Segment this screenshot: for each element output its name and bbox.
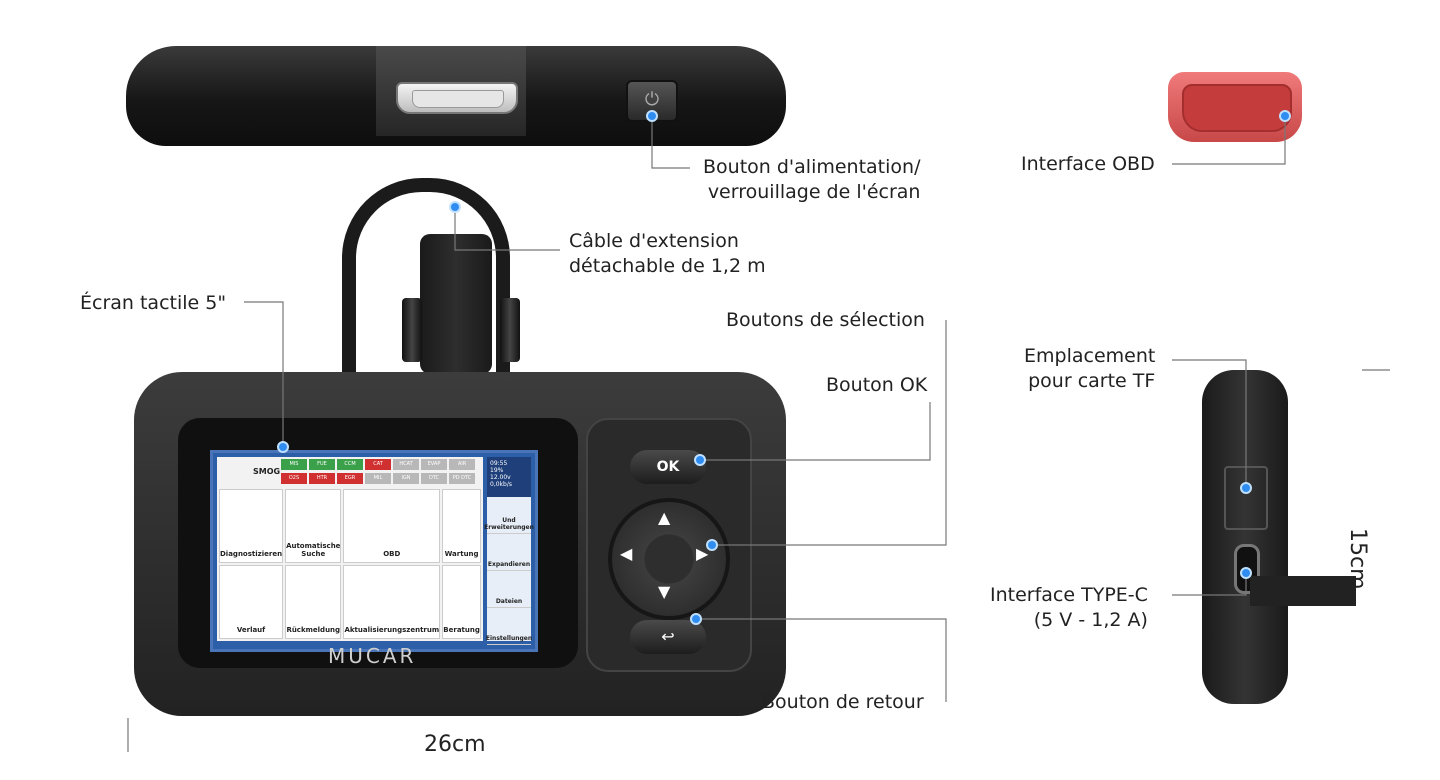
label-power-button: Bouton d'alimentation/ verrouillage de l… — [703, 155, 920, 205]
status-chip: AIR — [449, 459, 475, 470]
typec-plug — [1250, 576, 1356, 606]
obd-connector — [1168, 72, 1302, 142]
ok-button[interactable]: OK — [630, 450, 706, 484]
cable-plug — [420, 234, 492, 374]
status-chip: HTR — [309, 473, 335, 484]
label-tf-line1: Emplacement — [1024, 345, 1156, 367]
status-speed: 0,0kb/s — [490, 481, 512, 488]
label-tf-line2: pour carte TF — [1028, 370, 1156, 392]
dimension-width: 26cm — [424, 732, 486, 757]
down-arrow-icon[interactable]: ▼ — [658, 582, 671, 601]
side-panel-item[interactable]: Dateien — [487, 571, 531, 608]
label-obd: Interface OBD — [1021, 153, 1155, 175]
screen-tile[interactable]: OBD — [343, 489, 441, 563]
label-typec: Interface TYPE-C (5 V - 1,2 A) — [990, 583, 1148, 633]
tf-card-slot — [1224, 466, 1268, 530]
dpad[interactable]: ▲ ▼ ◀ ▶ — [608, 498, 730, 620]
status-chip: EVAP — [421, 459, 447, 470]
screen-tile[interactable]: Verlauf — [219, 565, 284, 639]
screen-tile[interactable]: Rückmeldung — [285, 565, 342, 639]
side-panel: 09:55 19% 12.00v 0,0kb/s Und Erweiterung… — [484, 457, 534, 645]
status-chip: DTC — [421, 473, 447, 484]
status-chip: CCM — [337, 459, 363, 470]
button-pad: OK ▲ ▼ ◀ ▶ ↩ — [586, 418, 752, 672]
status-time: 09:55 — [490, 460, 508, 467]
db15-port — [396, 82, 518, 114]
label-power-line1: Bouton d'alimentation/ — [703, 156, 921, 178]
callout-dot-obd — [1279, 110, 1291, 122]
label-selection-buttons: Boutons de sélection — [726, 309, 925, 331]
side-panel-item[interactable]: Einstellungen — [486, 608, 532, 645]
up-arrow-icon[interactable]: ▲ — [658, 508, 671, 527]
callout-dot-cable — [449, 201, 461, 213]
callout-dot-back — [690, 613, 702, 625]
smog-label: SMOG — [253, 467, 281, 476]
callout-dot-tf — [1240, 482, 1252, 494]
status-chip: HCAT — [393, 459, 419, 470]
status-chip: EGR — [337, 473, 363, 484]
label-tf-slot: Emplacement pour carte TF — [1024, 344, 1155, 394]
status-voltage: 12.00v — [490, 474, 511, 481]
status-chip: CAT — [365, 459, 391, 470]
status-chip: O2S — [281, 473, 307, 484]
screen-tile[interactable]: Beratung — [442, 565, 481, 639]
screw-right — [500, 298, 520, 362]
status-chip: IGN — [393, 473, 419, 484]
callout-dot-power — [646, 110, 658, 122]
device-top-view: ⏻ — [126, 46, 786, 146]
device-side-view — [1202, 370, 1288, 704]
callout-dot-select — [706, 539, 718, 551]
label-touchscreen: Écran tactile 5" — [80, 292, 227, 314]
screen-tile[interactable]: Diagnostizieren — [219, 489, 284, 563]
label-cable-line2: détachable de 1,2 m — [569, 255, 766, 277]
label-cable-line1: Câble d'extension — [569, 230, 739, 252]
status-chip: FUE — [309, 459, 335, 470]
label-cable: Câble d'extension détachable de 1,2 m — [569, 229, 766, 279]
callout-dot-ok — [694, 454, 706, 466]
callout-dot-screen — [277, 441, 289, 453]
right-arrow-icon[interactable]: ▶ — [696, 544, 709, 563]
label-typec-line2: (5 V - 1,2 A) — [1033, 609, 1148, 631]
label-back-button: Bouton de retour — [762, 691, 924, 713]
screen-tile[interactable]: Aktualisierungszentrum — [343, 565, 441, 639]
side-panel-item[interactable]: Und Erweiterungen — [484, 497, 534, 534]
back-button[interactable]: ↩ — [630, 620, 706, 654]
screw-left — [402, 298, 422, 362]
status-chip: MIL — [365, 473, 391, 484]
label-typec-line1: Interface TYPE-C — [990, 584, 1148, 606]
label-ok-button: Bouton OK — [826, 374, 928, 396]
brand-logo: MUCAR — [328, 644, 417, 668]
status-chip: MIS — [281, 459, 307, 470]
left-arrow-icon[interactable]: ◀ — [620, 544, 633, 563]
screen-tile[interactable]: Automatische Suche — [285, 489, 342, 563]
label-power-line2: verrouillage de l'écran — [707, 181, 921, 203]
callout-dot-typec — [1240, 567, 1252, 579]
dimension-height: 15cm — [1345, 528, 1370, 590]
status-panel: 09:55 19% 12.00v 0,0kb/s — [487, 457, 531, 497]
screen-tile[interactable]: Wartung — [442, 489, 481, 563]
side-panel-item[interactable]: Expandieren — [487, 534, 531, 571]
status-battery: 19% — [490, 467, 504, 474]
status-chip: PD DTC — [449, 473, 475, 484]
power-icon[interactable]: ⏻ — [626, 80, 678, 122]
